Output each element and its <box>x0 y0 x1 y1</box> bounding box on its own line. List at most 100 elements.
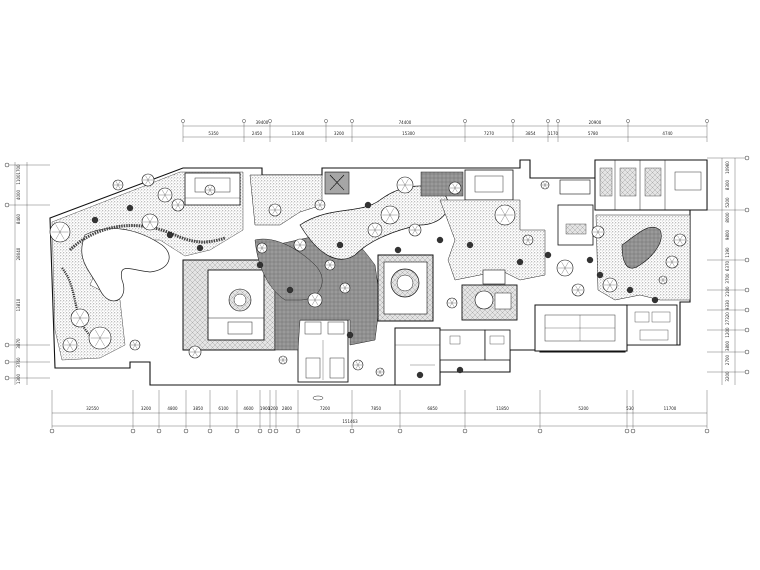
shrub <box>256 261 264 269</box>
shrub <box>336 241 344 249</box>
grid-bubble-bottom <box>295 428 301 434</box>
right-dim: 3800 <box>725 340 730 351</box>
bottom-dim-upper: 5200 <box>578 406 589 411</box>
bottom-dim-upper: 4600 <box>243 406 254 411</box>
south-service-wing <box>394 327 511 386</box>
grid-bubble-bottom <box>156 428 162 434</box>
bottom-dim-upper: 1200 <box>268 406 279 411</box>
grid-bubble-top <box>556 119 560 123</box>
shrub <box>626 286 634 294</box>
northeast-building <box>557 159 708 246</box>
grid-bubble-bottom <box>130 428 136 434</box>
left-dim: 1700 <box>16 164 21 175</box>
right-dim: 3700 <box>725 273 730 284</box>
southeast-utility <box>626 304 678 346</box>
shrub <box>544 251 552 259</box>
bottom-dim-total: 151463 <box>342 419 358 424</box>
left-dim: 3870 <box>16 338 21 349</box>
dining-pavilion <box>461 284 518 321</box>
top-dim-lower: 1170 <box>548 131 559 136</box>
grid-bubble-top <box>350 119 354 123</box>
bottom-dim-upper: 7200 <box>320 406 331 411</box>
grid-bubble-top <box>242 119 246 123</box>
right-dim: 1190 <box>725 247 730 258</box>
grid-bubble-bottom <box>624 428 630 434</box>
right-dim: 8300 <box>725 179 730 190</box>
bottom-dim-upper: 11700 <box>664 406 677 411</box>
right-dim: 2100 <box>725 286 730 297</box>
grid-bubble-top <box>268 119 272 123</box>
shrub <box>91 216 99 224</box>
east-long-hall <box>534 304 628 352</box>
grid-bubble-bottom <box>462 428 468 434</box>
grid-bubble-bottom <box>349 428 355 434</box>
tree-canopies <box>49 173 687 379</box>
bottom-dim-upper: 7850 <box>371 406 382 411</box>
shrub <box>466 241 474 249</box>
grid-bubble-bottom <box>630 428 636 434</box>
shrub <box>516 258 524 266</box>
shrub <box>364 201 372 209</box>
grid-bubble-top <box>181 119 185 123</box>
right-dim: 3200 <box>725 371 730 382</box>
right-dim: 9330 <box>725 299 730 310</box>
shrub <box>456 366 464 374</box>
grid-bubble-top <box>705 119 709 123</box>
top-dim-lower: 3200 <box>334 131 345 136</box>
bottom-dim-upper: 3850 <box>193 406 204 411</box>
grid-bubble-bottom <box>257 428 263 434</box>
shrub <box>596 271 604 279</box>
grid-bubble-bottom <box>234 428 240 434</box>
grid-bubble-left <box>4 162 10 168</box>
bottom-dim-upper: 2800 <box>282 406 293 411</box>
top-dim-upper-2: 74400 <box>399 120 412 125</box>
top-dim-upper-1: 39400 <box>256 120 269 125</box>
grid-bubble-right <box>744 207 750 213</box>
bottom-dim-upper: 3200 <box>141 406 152 411</box>
left-dim: 4000 <box>16 189 21 200</box>
grid-bubble-left <box>4 342 10 348</box>
right-dim: 2700 <box>725 354 730 365</box>
shrub <box>416 371 424 379</box>
left-dim: 1100 <box>16 174 21 185</box>
shrub <box>196 244 204 252</box>
right-dim: 9800 <box>725 229 730 240</box>
courtyard-hall-west <box>182 259 276 351</box>
grid-bubble-right <box>744 327 750 333</box>
north-pavilion <box>420 169 514 201</box>
shrub <box>126 204 134 212</box>
top-dim-upper-3: 20900 <box>589 120 602 125</box>
grid-bubble-bottom <box>273 428 279 434</box>
grid-bubble-right <box>744 307 750 313</box>
grid-bubble-top <box>546 119 550 123</box>
round-hall <box>377 254 434 322</box>
left-dim: 28040 <box>16 247 21 260</box>
bottom-dim-upper: 4800 <box>167 406 178 411</box>
grid-bubble-top <box>463 119 467 123</box>
right-dim: 27320 <box>725 312 730 325</box>
top-dim-lower: 5780 <box>588 131 599 136</box>
grid-bubble-bottom <box>49 428 55 434</box>
right-dim: 10960 <box>725 161 730 174</box>
left-dim: 1300 <box>16 373 21 384</box>
right-dim: 5200 <box>725 197 730 208</box>
grid-bubble-top <box>324 119 328 123</box>
shrub <box>346 331 354 339</box>
site-boundary <box>49 159 708 386</box>
grid-bubble-bottom <box>537 428 543 434</box>
grid-bubble-right <box>744 257 750 263</box>
shrub <box>586 256 594 264</box>
left-dim: 3760 <box>16 357 21 368</box>
grid-bubble-top <box>511 119 515 123</box>
top-dim-lower: 15300 <box>402 131 415 136</box>
bottom-dim-upper: 530 <box>626 406 634 411</box>
bottom-dim-upper: 32550 <box>86 406 99 411</box>
grid-bubble-left <box>4 202 10 208</box>
grid-bubble-right <box>744 287 750 293</box>
grid-bubble-right <box>744 155 750 161</box>
grid-bubble-bottom <box>207 428 213 434</box>
